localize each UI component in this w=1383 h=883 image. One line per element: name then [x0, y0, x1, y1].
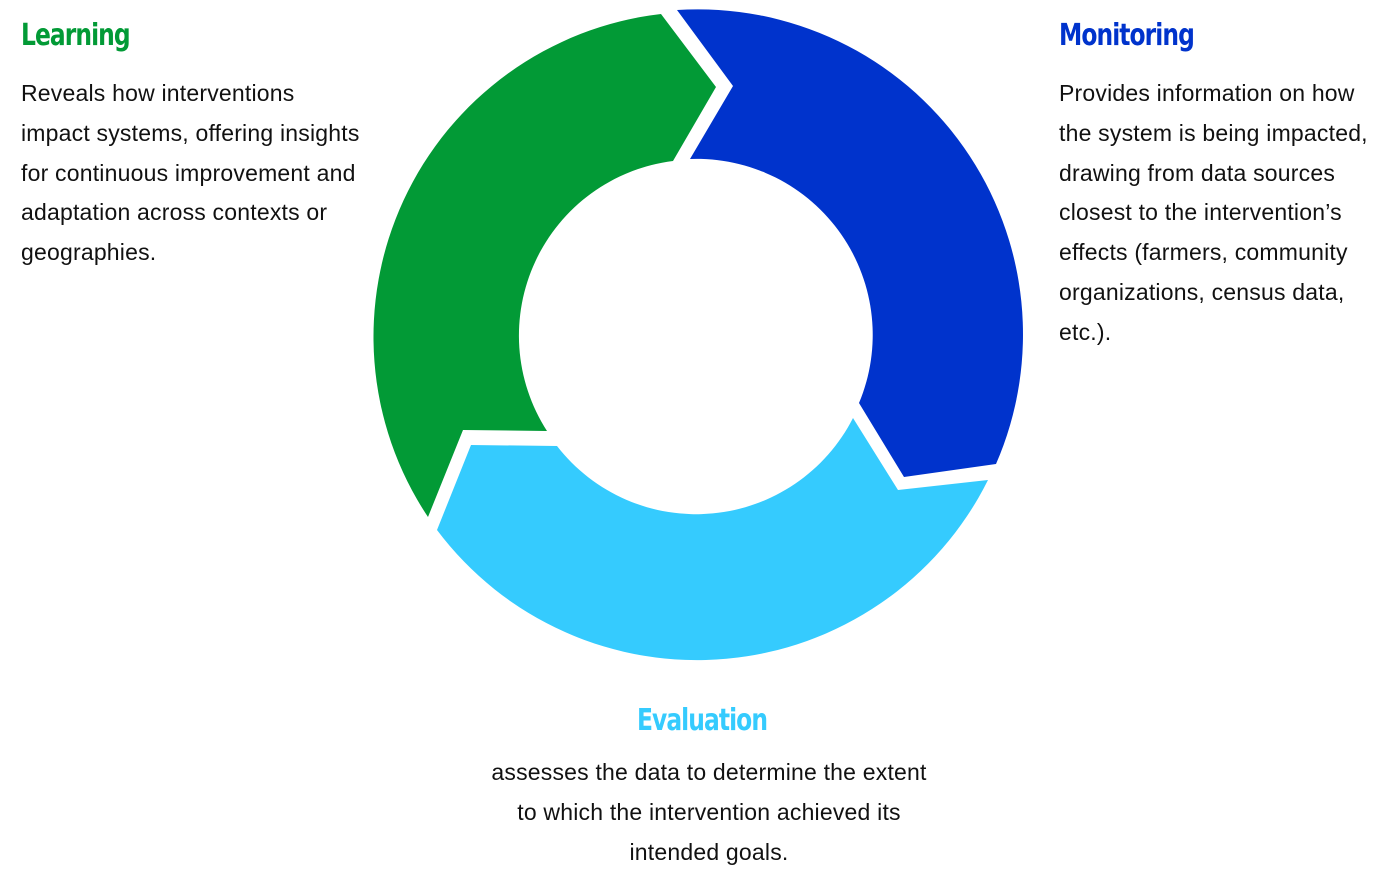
- monitoring-arc: [677, 9, 1023, 478]
- monitoring-description: Provides information on how the system i…: [1059, 80, 1368, 345]
- monitoring-heading: Monitoring: [1059, 18, 1195, 53]
- learning-description: Reveals how interventions impact systems…: [21, 80, 360, 266]
- learning-heading: Learning: [21, 18, 131, 53]
- evaluation-arc: [437, 418, 988, 661]
- evaluation-heading: Evaluation: [636, 703, 768, 738]
- learning-arc: [373, 14, 716, 517]
- evaluation-description: assesses the data to determine the exten…: [491, 759, 927, 865]
